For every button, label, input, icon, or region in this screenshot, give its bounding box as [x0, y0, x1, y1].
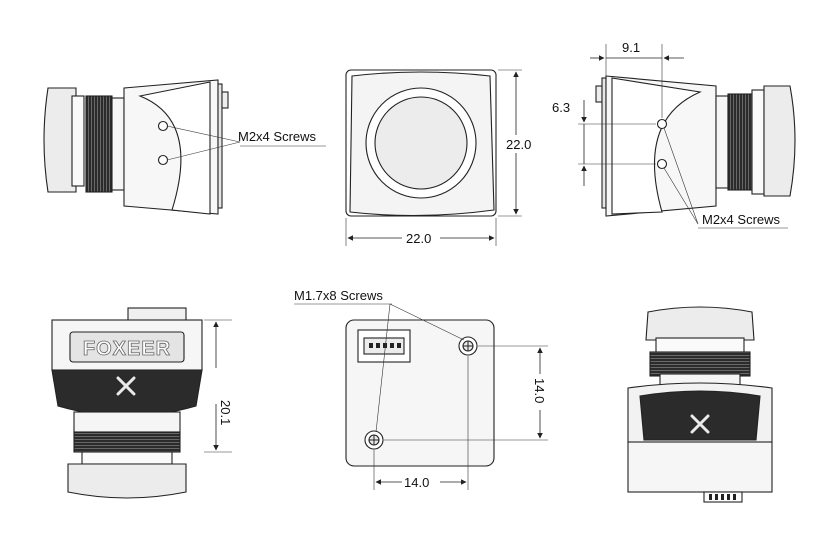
- focus-knurl: [649, 351, 751, 377]
- rear-cover: [217, 83, 223, 209]
- dim-rear-hole-v: 14.0: [532, 378, 547, 403]
- screw-hole-upper: [656, 118, 668, 130]
- lens-inner: [374, 96, 468, 190]
- dim-hole-spacing-side: 6.3: [552, 100, 570, 115]
- bracket-wing: [611, 77, 702, 215]
- brand-badge-frame: [69, 331, 185, 363]
- label-m2x4-right: M2x4 Screws: [702, 212, 781, 227]
- angled-view: [627, 306, 773, 503]
- focus-knurl: [85, 95, 113, 193]
- front-view: 22.0 22.0: [345, 69, 540, 247]
- neck: [715, 95, 729, 189]
- front-brand-view: FOXEER 20.1: [51, 307, 233, 499]
- focus-knurl: [727, 93, 753, 191]
- connector-stub: [221, 91, 229, 109]
- front-frame: [345, 69, 497, 217]
- label-m2x4-left: M2x4 Screws: [238, 129, 317, 144]
- side-view-right: 9.1 6.3 M2x4 Screws: [552, 40, 796, 229]
- rear-connector-pins: [709, 494, 736, 500]
- bracket-wing: [138, 81, 211, 215]
- dim-front-height: 22.0: [506, 137, 531, 152]
- dim-depth-offset: 9.1: [622, 40, 640, 55]
- side-view-left: M2x4 Screws: [43, 79, 326, 215]
- dim-front-width: 22.0: [406, 231, 431, 246]
- screw-hole-lower: [157, 154, 169, 166]
- connector-stub: [595, 85, 603, 103]
- foxeer-x-icon: [690, 414, 710, 434]
- lens-ring: [81, 451, 173, 465]
- rear-view: M1.7x8 Screws 14.0 14.0: [294, 288, 550, 491]
- lens-ring: [751, 89, 765, 195]
- lens-dome: [763, 85, 796, 197]
- brand-text: FOXEER: [83, 338, 171, 360]
- lower-body: [627, 441, 773, 493]
- foxeer-x-icon: [116, 376, 136, 396]
- dim-rear-hole-h: 14.0: [404, 475, 429, 490]
- connector-pins: [369, 343, 401, 348]
- bracket-body: [51, 369, 203, 417]
- lens-dome: [67, 463, 187, 499]
- bracket-front: [639, 390, 761, 441]
- neck: [111, 97, 125, 191]
- rear-cover: [601, 77, 607, 209]
- lens-ring: [71, 95, 85, 187]
- screw-hole-upper: [157, 120, 169, 132]
- lens-dome: [43, 87, 77, 193]
- neck: [73, 411, 181, 435]
- lens-dome: [645, 306, 755, 341]
- screw-hole-lower: [656, 158, 668, 170]
- focus-knurl: [73, 431, 181, 453]
- label-m17x8: M1.7x8 Screws: [294, 288, 383, 303]
- dim-body-height: 20.1: [218, 400, 233, 425]
